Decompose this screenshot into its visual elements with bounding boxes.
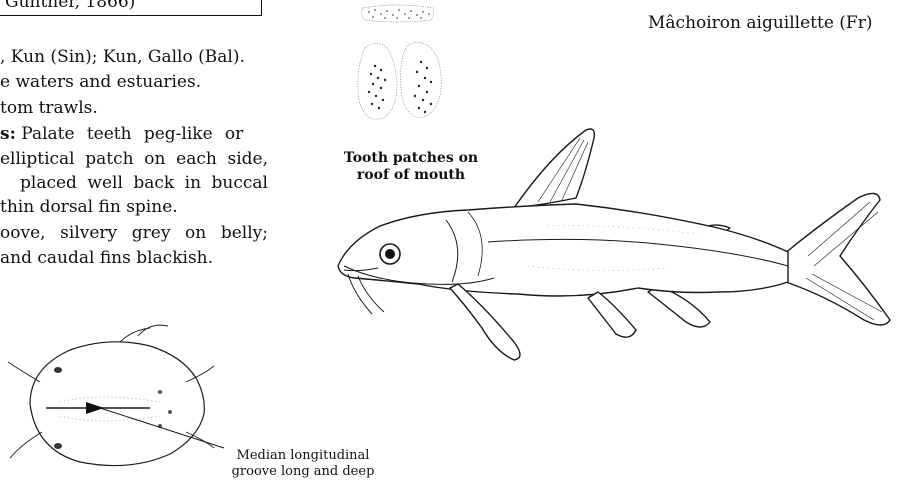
caudal-fin <box>784 193 890 325</box>
mental-barbel-2 <box>358 276 384 312</box>
features-line-1: s: Palate teeth peg-like or <box>0 122 268 146</box>
author-citation-box: Günther, 1866) <box>0 0 262 16</box>
vomerine-tooth-band <box>361 5 433 22</box>
dorsal-fin <box>514 129 594 208</box>
habitat-text: e waters and estuaries. <box>0 70 201 94</box>
pelvic-fin <box>588 292 636 337</box>
head-caption-line-2: groove long and deep <box>228 464 378 480</box>
fishing-gear-text: tom trawls. <box>0 96 98 120</box>
catfish-illustration <box>318 116 898 366</box>
features-text-3: placed well back in buccal <box>20 171 268 195</box>
features-text-4: thin dorsal fin spine. <box>0 195 178 219</box>
colour-text-1: oove, silvery grey on belly; <box>0 221 268 245</box>
features-label: s: <box>0 124 16 144</box>
features-line-3: placed well back in buccal <box>0 171 268 195</box>
tooth-patch-illustration <box>345 0 465 130</box>
right-tooth-patch <box>401 42 442 118</box>
head-dorsal-view-illustration <box>0 322 230 485</box>
features-text-2: elliptical patch on each side, <box>0 147 268 171</box>
head-caption: Median longitudinal groove long and deep <box>228 448 378 480</box>
author-citation: Günther, 1866) <box>5 0 135 12</box>
colour-text-2: and caudal fins blackish. <box>0 246 213 270</box>
features-text-1: Palate teeth peg-like or <box>21 122 243 146</box>
local-names: , Kun (Sin); Kun, Gallo (Bal). <box>0 45 245 69</box>
left-tooth-patch <box>358 43 397 119</box>
french-name: Mâchoiron aiguillette (Fr) <box>648 11 873 35</box>
head-caption-line-1: Median longitudinal <box>228 448 378 464</box>
pectoral-fin <box>450 284 520 360</box>
